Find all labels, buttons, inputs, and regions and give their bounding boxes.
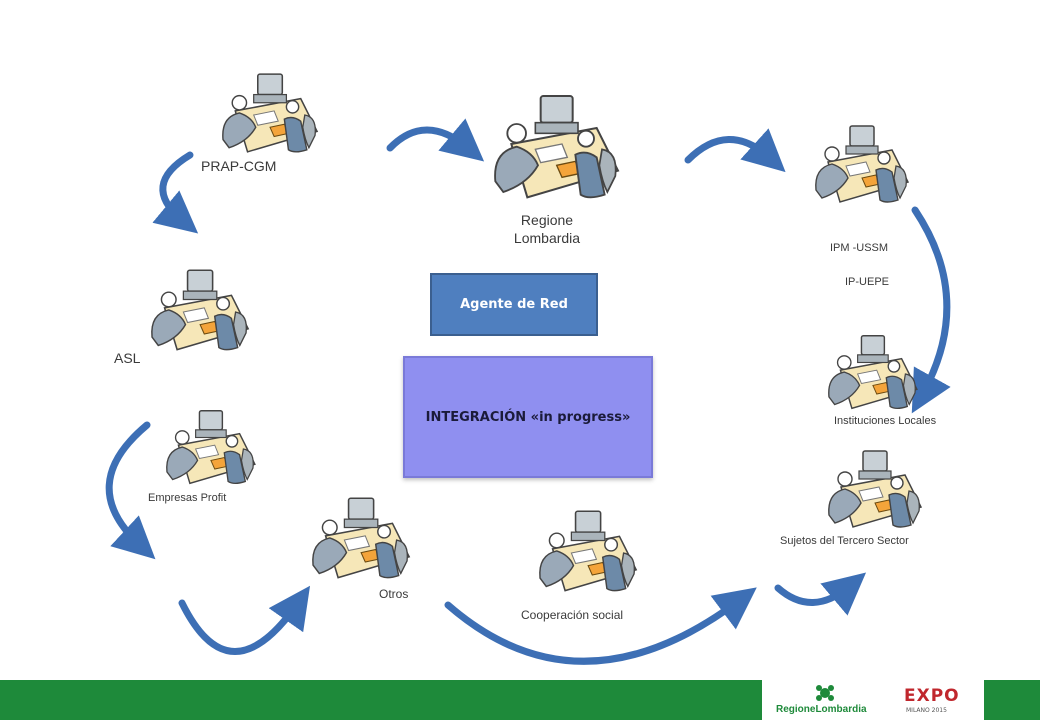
node-asl-icon [145,264,251,358]
arrow-bottom-right [774,572,867,616]
label-regione-line1: Regione [520,212,574,228]
arrow-ipm-instituciones [911,206,951,414]
arrow-bottom-left [178,585,311,655]
expo-logo-subtext: MILANO 2015 [906,707,947,714]
node-regione-icon [485,88,623,208]
label-cooperacion: Cooperación social [521,608,624,622]
label-ipuepe: IP-UEPE [845,276,890,288]
agente-de-red-box: Agente de Red [430,273,598,336]
label-empresas: Empresas Profit [148,492,227,504]
node-cooperacion-icon [532,505,640,599]
node-empresas-icon [160,405,258,491]
footer-bar: RegioneLombardia EXPO MILANO 2015 [0,680,1040,720]
arrow-empresas-loop [105,421,156,560]
arrow-to-regione [386,118,485,162]
label-regione-line2: Lombardia [513,230,581,246]
label-sujetos: Sujetos del Tercero Sector [780,535,909,547]
node-otros-icon [306,492,412,586]
label-otros: Otros [379,587,409,601]
node-prap-icon [215,68,321,160]
label-ipm: IPM -USSM [830,242,889,254]
expo-logo-text: EXPO [904,686,960,706]
regione-logo-text: RegioneLombardia [776,704,867,715]
regione-logo-icon [814,684,836,707]
footer-logo-area: RegioneLombardia EXPO MILANO 2015 [762,680,984,720]
arrow-bottom-center [444,587,757,665]
node-instituciones-icon [822,330,920,416]
node-ipm-icon [808,120,912,210]
arrow-regione-ipm [684,128,786,173]
integracion-box: INTEGRACIÓN «in progress» [403,356,653,478]
integracion-label: INTEGRACIÓN «in progress» [425,409,631,425]
node-sujetos-icon [820,445,926,535]
arrow-prap-asl [152,151,199,234]
label-instituciones: Instituciones Locales [834,415,937,427]
flow-arrows [105,118,951,665]
label-prap: PRAP-CGM [201,158,277,174]
label-asl: ASL [114,350,141,366]
agente-de-red-label: Agente de Red [460,297,568,312]
